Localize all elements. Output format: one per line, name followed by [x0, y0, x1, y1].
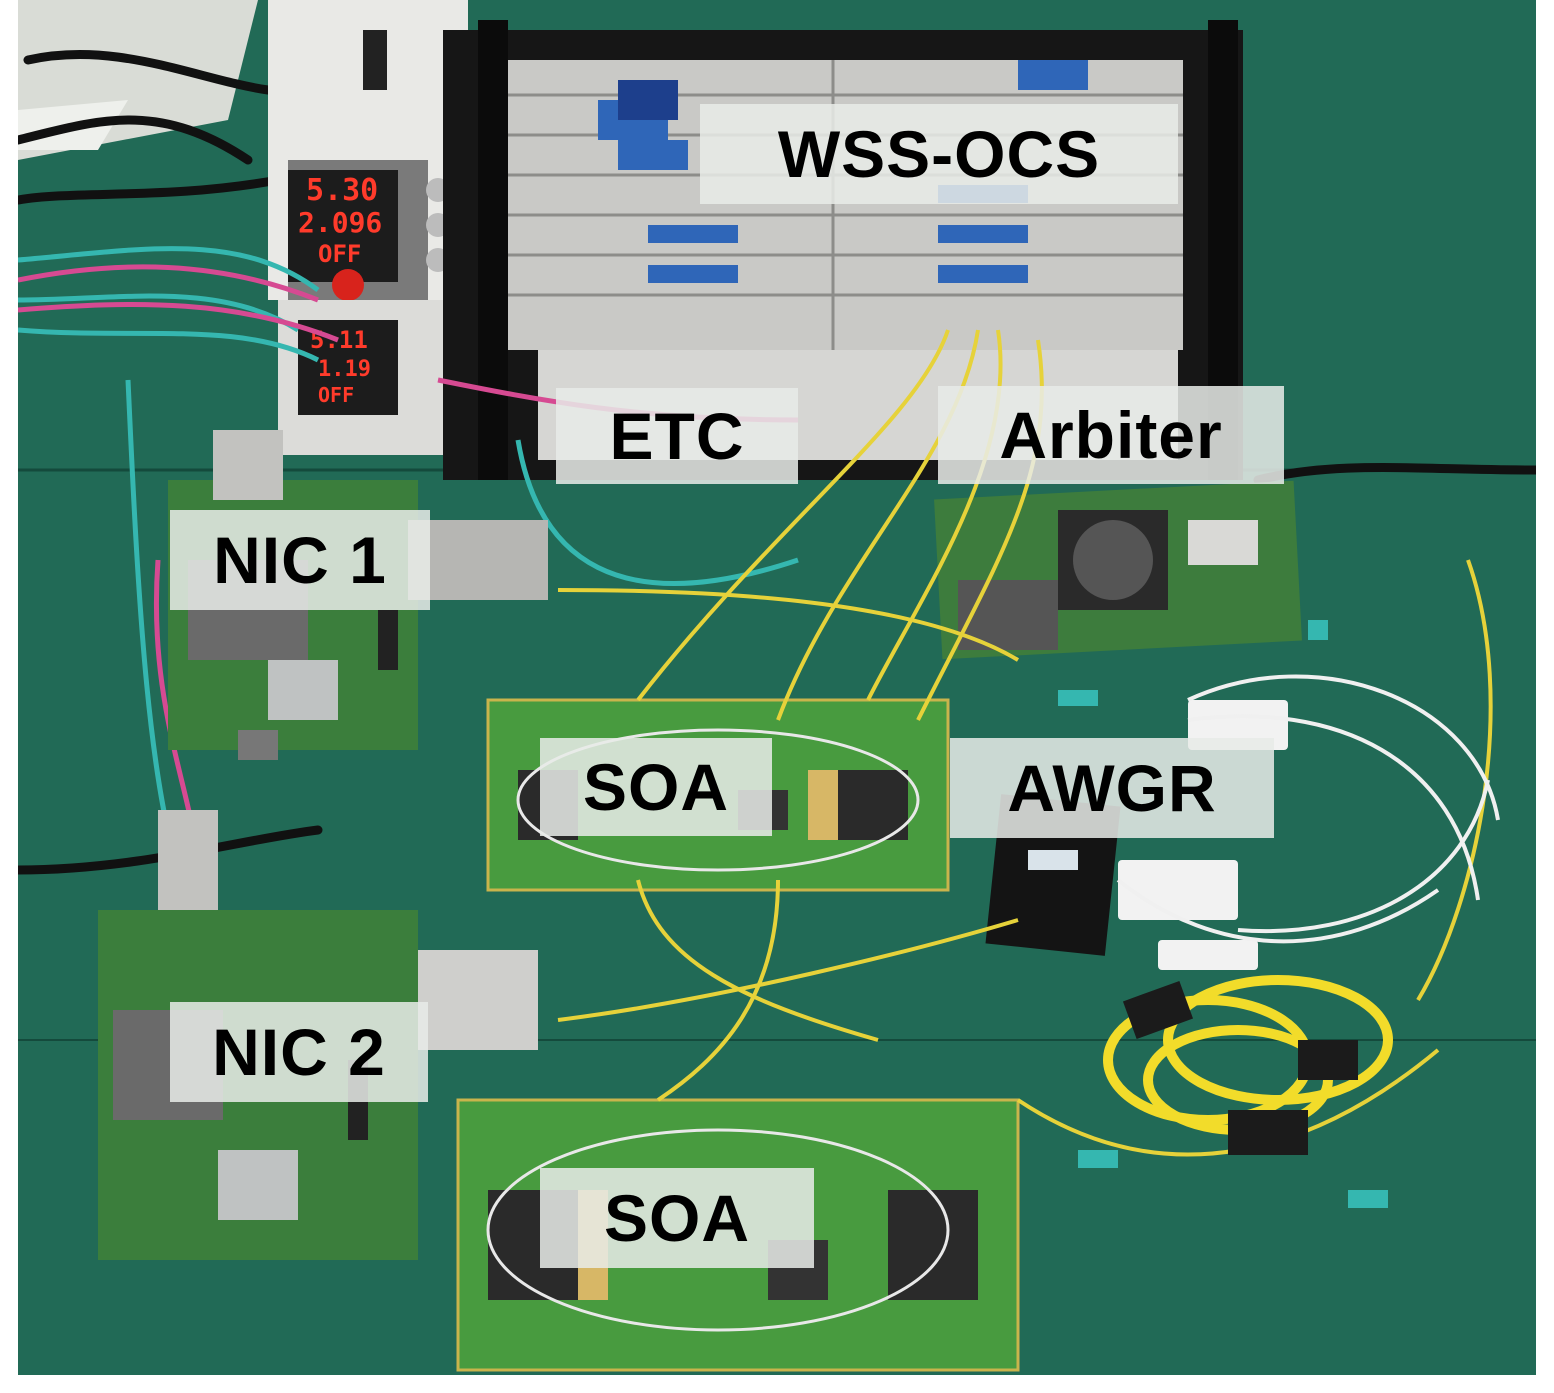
psu-upper-voltage: 5.30: [306, 173, 378, 208]
label-soa-bottom: SOA: [540, 1168, 814, 1268]
label-wss-ocs: WSS-OCS: [700, 104, 1178, 204]
label-arbiter: Arbiter: [938, 386, 1284, 484]
label-soa-top: SOA: [540, 738, 772, 836]
psu-lower-state: OFF: [318, 383, 354, 407]
yellow-fiber-cables: [557, 329, 1493, 1157]
psu-lower-current: 1.19: [318, 357, 371, 382]
soa-board-top: [486, 698, 950, 892]
aqua-connectors: [1058, 620, 1388, 1208]
psu-upper-current: 2.096: [298, 206, 382, 239]
power-cables: [18, 49, 1536, 875]
label-etc: ETC: [556, 388, 798, 484]
label-nic1: NIC 1: [170, 510, 430, 610]
label-awgr: AWGR: [950, 738, 1274, 838]
label-nic2: NIC 2: [170, 1002, 428, 1102]
lab-setup-photo: 5.30 2.096 OFF 5.11 1.19 OFF: [18, 0, 1536, 1375]
fiber-couplers: [1122, 980, 1358, 1155]
arbiter-board: [934, 480, 1302, 660]
psu-upper-state: OFF: [318, 240, 361, 268]
white-fiber-bundle: [1116, 674, 1500, 944]
